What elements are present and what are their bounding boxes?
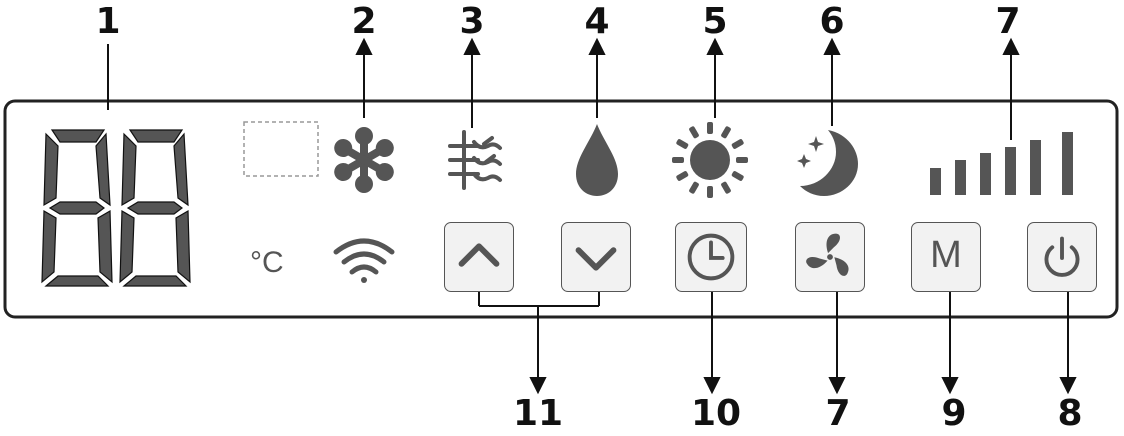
callout-1: 1 [95, 1, 121, 42]
dashed-box-icon [243, 121, 319, 177]
callout-7-bottom: 7 [825, 393, 851, 434]
clock-icon [687, 233, 735, 281]
chevron-down-icon [575, 247, 617, 271]
callout-7-top: 7 [995, 1, 1021, 42]
callout-4: 4 [584, 1, 610, 42]
mode-button-label: M [930, 234, 962, 276]
callout-8: 8 [1057, 393, 1083, 434]
timer-button[interactable] [675, 222, 747, 292]
fan-button[interactable] [795, 222, 865, 292]
down-button[interactable] [561, 222, 631, 292]
dehumidify-icon [448, 130, 502, 190]
power-button[interactable] [1027, 222, 1097, 292]
callout-6: 6 [819, 1, 845, 42]
callout-11: 11 [512, 393, 564, 434]
callout-5: 5 [702, 1, 728, 42]
wifi-icon [333, 238, 395, 283]
chevron-up-icon [458, 243, 500, 267]
callout-2: 2 [351, 1, 377, 42]
callout-3: 3 [459, 1, 485, 42]
callout-10: 10 [690, 393, 742, 434]
panel-outline [3, 99, 1119, 319]
power-icon [1044, 236, 1080, 277]
fan-icon [806, 233, 849, 276]
signal-bars-icon [930, 132, 1073, 195]
mode-button[interactable]: M [911, 222, 981, 292]
moon-stars-icon [797, 130, 858, 196]
callout-9: 9 [941, 393, 967, 434]
sun-icon [672, 122, 748, 198]
snowflake-icon [334, 127, 394, 193]
seven-segment-digits-icon [41, 129, 191, 287]
celsius-unit: °C [250, 246, 284, 279]
water-drop-icon [576, 124, 618, 196]
up-button[interactable] [444, 222, 514, 292]
annotation-lines [107, 37, 1077, 395]
